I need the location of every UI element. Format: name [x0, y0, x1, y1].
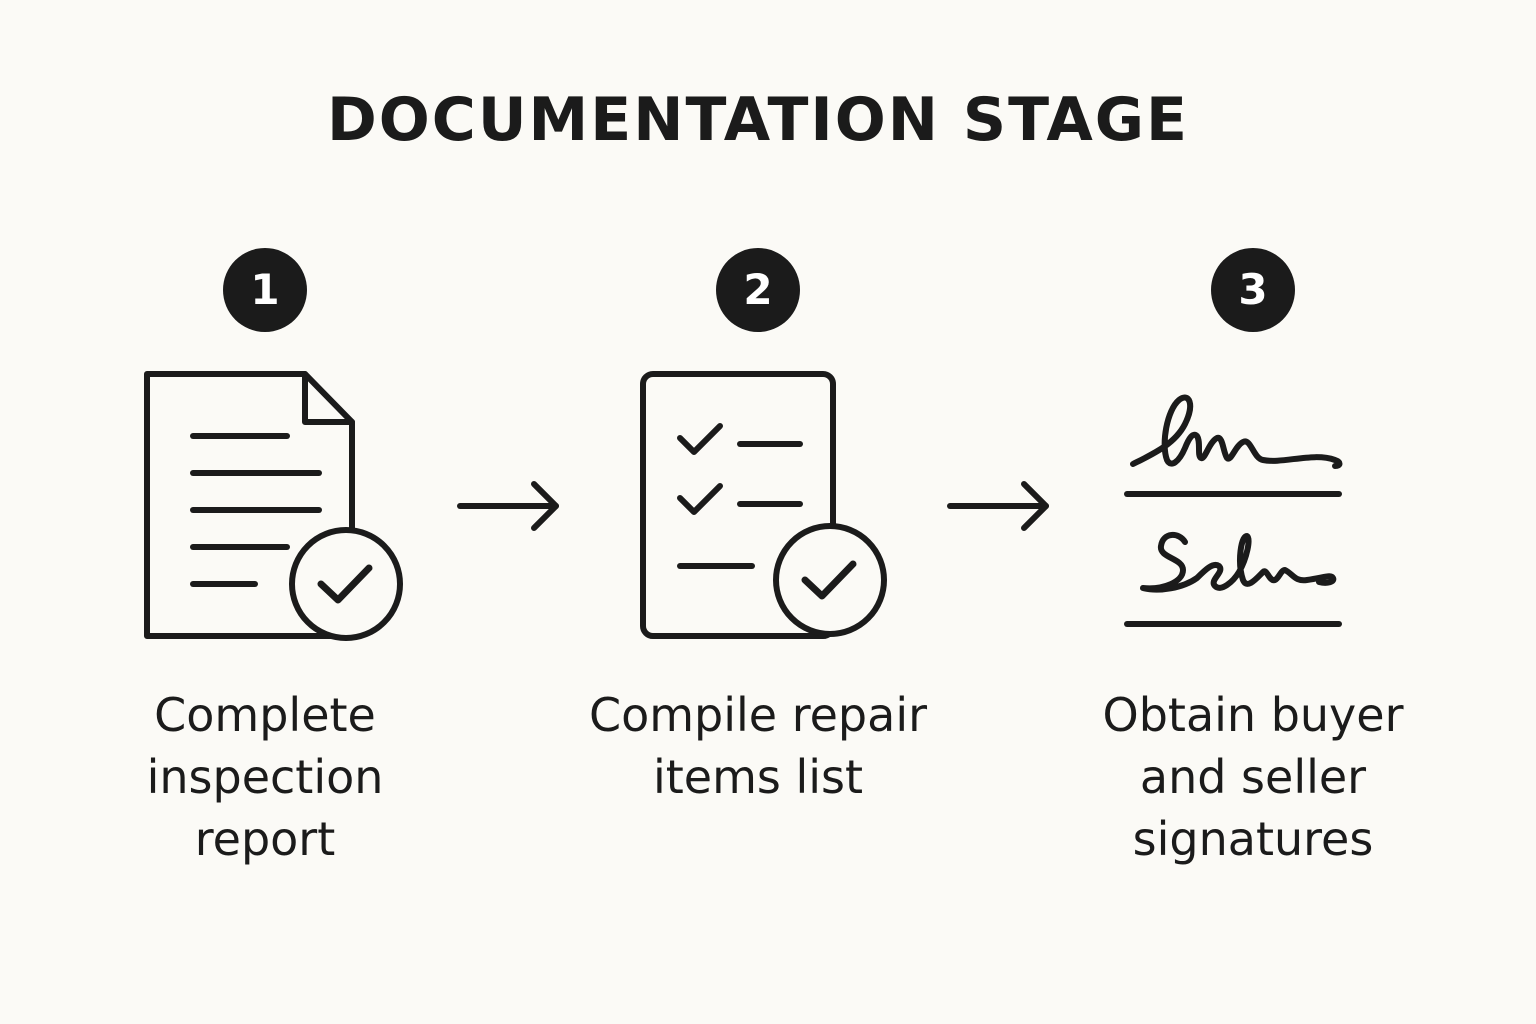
checklist-icon	[640, 371, 887, 639]
step-1: 1 Complete inspection report	[85, 248, 445, 888]
inspection-report-icon	[144, 371, 403, 641]
signatures-icon	[1124, 394, 1343, 627]
diagram-title: DOCUMENTATION STAGE	[326, 85, 1190, 155]
step-3-label: Obtain buyer and seller signatures	[1102, 688, 1404, 866]
step-2: 2 Compile repair items list	[578, 248, 938, 888]
step-2-label: Compile repair items list	[588, 688, 928, 804]
arrow-right-icon	[457, 481, 559, 531]
step-1-number-badge: 1	[223, 248, 307, 332]
arrow-right-icon	[947, 481, 1049, 531]
step-1-label: Complete inspection report	[146, 688, 384, 866]
step-3: 3 Obtain buyer and seller signatures	[1073, 248, 1433, 888]
step-3-number-badge: 3	[1211, 248, 1295, 332]
step-2-number-badge: 2	[716, 248, 800, 332]
